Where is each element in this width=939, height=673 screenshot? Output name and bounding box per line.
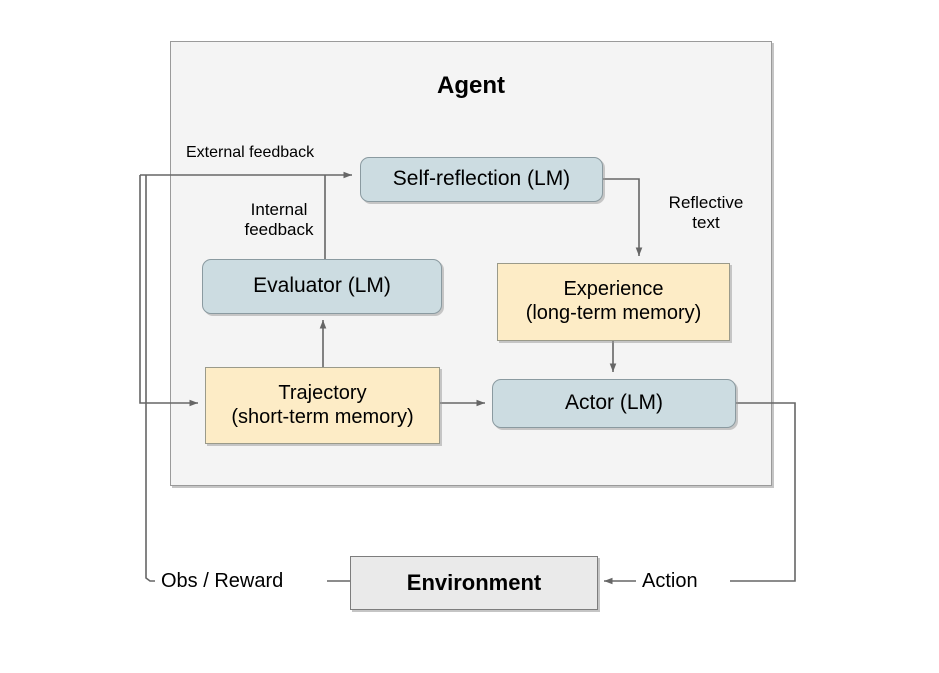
node-experience[interactable]: Experience (long-term memory) — [497, 263, 730, 341]
node-trajectory[interactable]: Trajectory (short-term memory) — [205, 367, 440, 444]
node-self-reflection[interactable]: Self-reflection (LM) — [360, 157, 603, 202]
edge-label-action: Action — [642, 570, 698, 592]
edge-label-internal-feedback: Internal feedback — [244, 200, 314, 240]
edge-label-obs-reward: Obs / Reward — [161, 570, 284, 592]
wire-obs-seg-left — [145, 175, 155, 582]
node-environment[interactable]: Environment — [350, 556, 598, 610]
edge-label-reflective-text: Reflective text — [668, 193, 744, 233]
node-evaluator[interactable]: Evaluator (LM) — [202, 259, 442, 314]
edge-label-external-feedback: External feedback — [186, 144, 315, 161]
node-actor[interactable]: Actor (LM) — [492, 379, 736, 428]
agent-title: Agent — [437, 72, 505, 99]
